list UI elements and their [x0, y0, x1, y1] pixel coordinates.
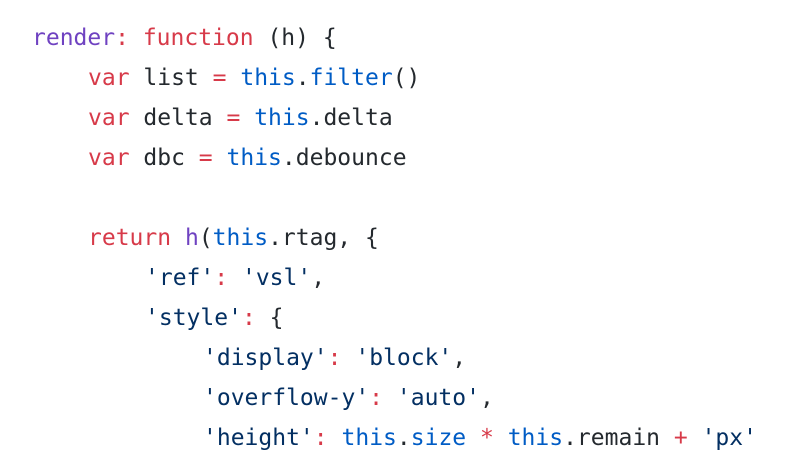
- token-space: [328, 425, 342, 451]
- token-this: this: [226, 145, 282, 171]
- token-operator: =: [226, 105, 241, 131]
- token-dot: .: [295, 65, 310, 91]
- token-dot: .: [281, 145, 296, 171]
- token-brace: {: [255, 305, 284, 331]
- token-this: this: [240, 65, 296, 91]
- code-line-2: var list = this.filter(): [32, 58, 757, 98]
- token-space: [383, 385, 397, 411]
- token-params: (h) {: [253, 25, 337, 51]
- token-string-value: 'block': [355, 345, 453, 371]
- token-comma: ,: [452, 345, 467, 371]
- code-line-6: return h(this.rtag, {: [32, 218, 757, 258]
- token-dot: .: [396, 425, 411, 451]
- token-keyword-var: var: [88, 65, 130, 91]
- token-string-key: 'display': [203, 345, 328, 371]
- token-member: delta: [323, 105, 393, 131]
- code-line-8: 'style': {: [32, 298, 757, 338]
- token-string-key: 'style': [145, 305, 242, 331]
- token-string-value: 'auto': [396, 385, 480, 411]
- token-identifier: list: [129, 65, 213, 91]
- token-rest: .rtag, {: [268, 225, 379, 251]
- token-string-value: 'px': [701, 425, 757, 451]
- token-comma: ,: [311, 265, 326, 291]
- token-colon: :: [313, 425, 328, 451]
- token-space: [341, 345, 355, 371]
- token-member: debounce: [295, 145, 407, 171]
- token-space: [228, 265, 242, 291]
- token-operator-multiply: *: [466, 425, 508, 451]
- token-identifier: delta: [129, 105, 227, 131]
- token-keyword-var: var: [88, 145, 130, 171]
- token-call: (): [392, 65, 421, 91]
- token-colon: :: [115, 25, 129, 51]
- token-space: [171, 225, 185, 251]
- code-line-3: var delta = this.delta: [32, 98, 757, 138]
- token-keyword-var: var: [88, 105, 130, 131]
- token-colon: :: [327, 345, 342, 371]
- code-line-10: 'overflow-y': 'auto',: [32, 378, 757, 418]
- token-comma: ,: [479, 385, 494, 411]
- token-this: this: [341, 425, 397, 451]
- code-block: render: function (h) {var list = this.fi…: [32, 18, 757, 458]
- token-space: [227, 65, 241, 91]
- token-string-value: 'vsl': [241, 265, 312, 291]
- token-colon: :: [241, 305, 256, 331]
- token-colon: :: [369, 385, 384, 411]
- token-member: .remain: [563, 425, 661, 451]
- token-string-key: 'ref': [145, 265, 215, 291]
- token-paren: (: [198, 225, 213, 251]
- token-identifier: dbc: [129, 145, 199, 171]
- token-string-key: 'height': [203, 425, 314, 451]
- token-keyword-function: function: [142, 25, 254, 51]
- token-string-key: 'overflow-y': [203, 385, 370, 411]
- token-member: filter: [309, 65, 393, 91]
- token-function-call: h: [184, 225, 199, 251]
- code-line-1: render: function (h) {: [32, 18, 757, 58]
- token-colon: :: [214, 265, 229, 291]
- token-operator: =: [212, 65, 227, 91]
- token-dot: .: [309, 105, 324, 131]
- token-this: this: [254, 105, 310, 131]
- code-line-7: 'ref': 'vsl',: [32, 258, 757, 298]
- token-member: size: [410, 425, 467, 451]
- code-line-5-blank: [32, 178, 757, 218]
- token-property: render: [32, 25, 116, 51]
- token-space: [240, 105, 254, 131]
- token-space: [129, 25, 143, 51]
- token-this: this: [212, 225, 269, 251]
- token-this: this: [507, 425, 564, 451]
- code-line-9: 'display': 'block',: [32, 338, 757, 378]
- token-space: [213, 145, 227, 171]
- token-keyword-return: return: [88, 225, 172, 251]
- code-line-11: 'height': this.size * this.remain + 'px': [32, 418, 757, 458]
- token-operator-plus: +: [660, 425, 702, 451]
- token-operator: =: [198, 145, 213, 171]
- code-line-4: var dbc = this.debounce: [32, 138, 757, 178]
